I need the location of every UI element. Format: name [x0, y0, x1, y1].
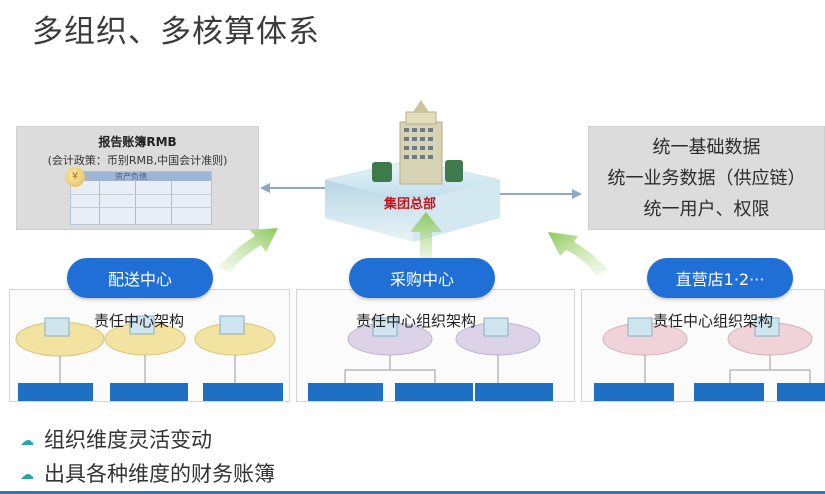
org-unit-box: [308, 383, 383, 401]
pill-direct-stores: 直营店1·2···: [647, 258, 793, 298]
org-unit-box: [694, 383, 764, 401]
report-ledger-subtitle: (会计政策：币别RMB,中国会计准则): [47, 154, 228, 167]
unified-line-1: 统一基础数据: [652, 136, 761, 158]
building-icon: [372, 100, 463, 185]
org-unit-box: [777, 383, 825, 401]
org-unit-box: [475, 383, 553, 401]
bullet-text: 出具各种维度的财务账簿: [44, 462, 275, 486]
org-unit-box: [594, 383, 674, 401]
unified-line-2: 统一业务数据（供应链）: [607, 167, 806, 189]
balance-sheet-thumbnail: 资产负债 ¥: [65, 167, 212, 225]
pill-distribution-center: 配送中心: [67, 258, 213, 298]
green-arrow-up: [410, 212, 442, 262]
org-unit-box: [395, 383, 473, 401]
balance-sheet-label: 资产负债: [115, 172, 147, 181]
connector-arrows: [260, 183, 582, 199]
coin-icon: ¥: [65, 167, 85, 187]
hq-label: 集团总部: [384, 197, 437, 212]
green-arrow-right: [548, 232, 608, 275]
footer-divider: [0, 491, 825, 494]
bullet-item: ☁ 组织维度灵活变动: [20, 424, 212, 454]
panel-caption: 责任中心架构: [94, 312, 185, 330]
report-ledger-title: 报告账簿RMB: [98, 135, 177, 149]
page-title: 多组织、多核算体系: [32, 14, 320, 50]
panel-caption: 责任中心组织架构: [653, 312, 774, 330]
unified-line-3: 统一用户、权限: [643, 198, 770, 220]
panel-caption: 责任中心组织架构: [356, 312, 477, 330]
report-ledger-box: 报告账簿RMB (会计政策：币别RMB,中国会计准则) 资产负债 ¥: [16, 126, 259, 230]
pill-purchasing-center: 采购中心: [349, 258, 495, 298]
cloud-bullet-icon: ☁: [20, 467, 34, 483]
bullet-item: ☁ 出具各种维度的财务账簿: [20, 458, 275, 488]
org-unit-box: [110, 383, 188, 401]
bullet-text: 组织维度灵活变动: [44, 428, 212, 452]
org-unit-box: [18, 383, 93, 401]
cloud-bullet-icon: ☁: [20, 433, 34, 449]
org-unit-box: [203, 383, 283, 401]
green-arrow-left: [218, 228, 278, 272]
